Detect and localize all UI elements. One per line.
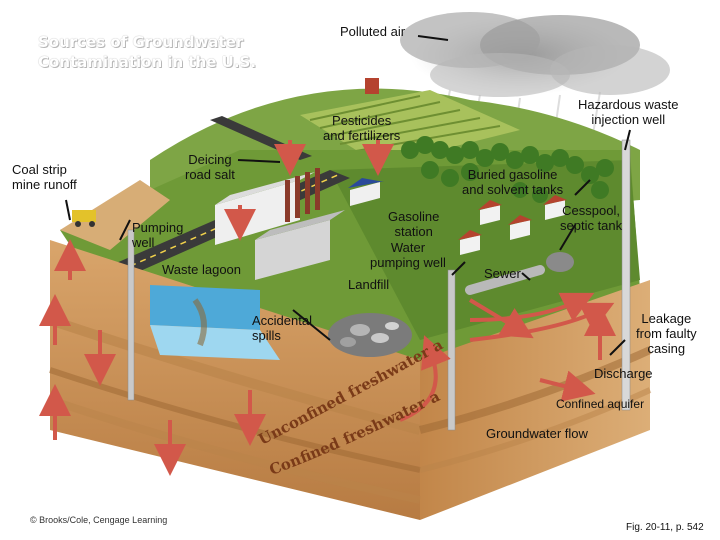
polluted-air-label: Polluted air bbox=[340, 24, 406, 39]
pesticides-line-1: Pesticides bbox=[332, 113, 392, 128]
groundwater-flow-label: Groundwater flow bbox=[486, 426, 588, 441]
figure-reference: Fig. 20-11, p. 542 bbox=[626, 522, 704, 533]
polluted-air-cloud bbox=[400, 12, 670, 156]
leakage-line-2: from faulty bbox=[636, 326, 697, 341]
title-line-2: Contamination in the U.S. bbox=[38, 53, 257, 71]
pumping-well-pipe bbox=[127, 229, 135, 401]
hazardous-waste-line-1: Hazardous waste bbox=[578, 97, 679, 112]
landfill bbox=[328, 313, 412, 357]
factory bbox=[215, 168, 345, 280]
coal-strip-line-2: mine runoff bbox=[12, 177, 77, 192]
water-pumping-well-pipe bbox=[447, 269, 456, 431]
cesspool-label: Cesspool, septic tank bbox=[560, 203, 622, 233]
cesspool-line-1: Cesspool, bbox=[562, 203, 620, 218]
mine-truck bbox=[72, 210, 96, 227]
cesspool-line-2: septic tank bbox=[560, 218, 623, 233]
deicing-label: Deicing road salt bbox=[185, 152, 235, 182]
deicing-line-1: Deicing bbox=[188, 152, 232, 167]
figure-title: Sources of Groundwater Contamination in … bbox=[38, 32, 256, 72]
sewer-label: Sewer bbox=[484, 266, 521, 281]
pesticides-label: Pesticides and fertilizers bbox=[323, 113, 400, 143]
buried-gasoline-line-2: and solvent tanks bbox=[462, 182, 564, 197]
houses bbox=[365, 78, 567, 255]
buried-gasoline-label: Buried gasoline and solvent tanks bbox=[462, 167, 563, 197]
pumping-well-line-2: well bbox=[132, 235, 155, 250]
gasoline-station-line-2: station bbox=[394, 224, 433, 239]
hazardous-waste-label: Hazardous waste injection well bbox=[578, 97, 678, 127]
gasoline-station-line-1: Gasoline bbox=[388, 209, 440, 224]
leakage-line-1: Leakage bbox=[641, 311, 692, 326]
water-pumping-well-label: Water pumping well bbox=[370, 240, 446, 270]
water-pumping-well-line-2: pumping well bbox=[370, 255, 446, 270]
leader-lines bbox=[65, 35, 631, 356]
deicing-line-2: road salt bbox=[185, 167, 235, 182]
landfill-label: Landfill bbox=[348, 277, 390, 292]
waste-lagoon bbox=[150, 285, 280, 360]
coal-strip-line-1: Coal strip bbox=[12, 162, 67, 177]
confined-aquifer-label: Confined aquifer bbox=[556, 397, 645, 411]
pumping-well-line-1: Pumping bbox=[132, 220, 184, 235]
pumping-well-label: Pumping well bbox=[132, 220, 183, 250]
water-pumping-well-line-1: Water bbox=[390, 240, 426, 255]
contamination-arrows bbox=[39, 140, 616, 476]
leakage-line-3: casing bbox=[647, 341, 686, 356]
farm-fields bbox=[300, 90, 520, 165]
credit-line: © Brooks/Cole, Cengage Learning bbox=[30, 515, 168, 525]
leakage-label: Leakage from faulty casing bbox=[636, 311, 697, 356]
pesticides-line-2: and fertilizers bbox=[323, 128, 401, 143]
cesspool bbox=[546, 252, 574, 272]
title-line-1: Sources of Groundwater bbox=[38, 33, 244, 51]
waste-lagoon-label: Waste lagoon bbox=[162, 262, 242, 277]
sewer-pipe bbox=[465, 265, 545, 295]
gasoline-station bbox=[348, 178, 384, 206]
discharge-label: Discharge bbox=[594, 366, 653, 381]
coal-strip-label: Coal strip mine runoff bbox=[12, 162, 77, 192]
accidental-spills-line-1: Accidental bbox=[252, 313, 312, 328]
accidental-spills-line-2: spills bbox=[252, 328, 281, 343]
strip-mine-area bbox=[60, 180, 170, 250]
gasoline-station-label: Gasoline station bbox=[388, 209, 439, 239]
trees bbox=[401, 136, 614, 203]
buried-gasoline-line-1: Buried gasoline bbox=[467, 167, 558, 182]
accidental-spills-label: Accidental spills bbox=[252, 313, 312, 343]
injection-well-pipe bbox=[621, 139, 631, 411]
hazardous-waste-line-2: injection well bbox=[591, 112, 666, 127]
